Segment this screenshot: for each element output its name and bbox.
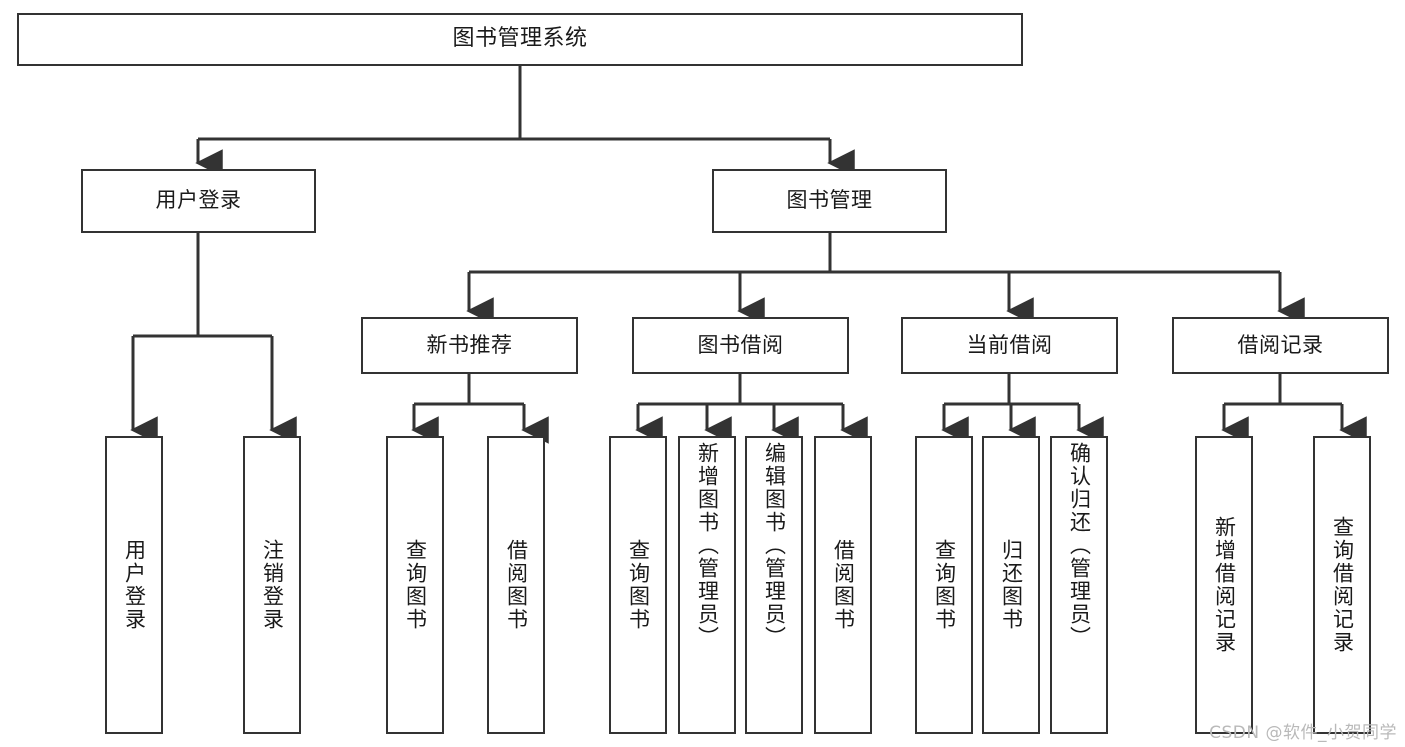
node-label: 借阅图书	[504, 539, 529, 631]
node-label: 查询图书	[932, 539, 957, 631]
node-book-management[interactable]: 图书管理	[712, 169, 947, 233]
node-label: 新增图书（管理员）	[695, 442, 720, 649]
node-label: 用户登录	[122, 539, 147, 631]
node-label: 确认归还（管理员）	[1067, 442, 1092, 649]
node-book-borrow[interactable]: 图书借阅	[632, 317, 849, 374]
leaf-add-book-admin[interactable]: 新增图书（管理员）	[678, 436, 736, 734]
leaf-edit-book-admin[interactable]: 编辑图书（管理员）	[745, 436, 803, 734]
node-label: 图书借阅	[697, 332, 784, 357]
leaf-query-book-current[interactable]: 查询图书	[915, 436, 973, 734]
leaf-query-book-borrow[interactable]: 查询图书	[609, 436, 667, 734]
node-label: 借阅图书	[831, 539, 856, 631]
leaf-query-book-newbook[interactable]: 查询图书	[386, 436, 444, 734]
node-user-login[interactable]: 用户登录	[81, 169, 316, 233]
node-label: 注销登录	[260, 539, 285, 631]
leaf-borrow-book-newbook[interactable]: 借阅图书	[487, 436, 545, 734]
node-label: 查询图书	[626, 539, 651, 631]
node-label: 编辑图书（管理员）	[762, 442, 787, 649]
node-label: 查询图书	[403, 539, 428, 631]
node-label: 图书管理	[786, 188, 873, 213]
leaf-return-book[interactable]: 归还图书	[982, 436, 1040, 734]
leaf-user-logout[interactable]: 注销登录	[243, 436, 301, 734]
leaf-user-login[interactable]: 用户登录	[105, 436, 163, 734]
node-label: 用户登录	[155, 188, 242, 213]
node-label: 新增借阅记录	[1212, 516, 1237, 654]
node-label: 查询借阅记录	[1330, 516, 1355, 654]
node-label: 新书推荐	[426, 332, 513, 357]
node-label: 归还图书	[999, 539, 1024, 631]
node-new-book-recommend[interactable]: 新书推荐	[361, 317, 578, 374]
node-current-borrow[interactable]: 当前借阅	[901, 317, 1118, 374]
leaf-add-borrow-record[interactable]: 新增借阅记录	[1195, 436, 1253, 734]
leaf-borrow-book[interactable]: 借阅图书	[814, 436, 872, 734]
leaf-confirm-return-admin[interactable]: 确认归还（管理员）	[1050, 436, 1108, 734]
node-label: 当前借阅	[966, 332, 1053, 357]
csdn-watermark: CSDN @软件_小贺同学	[1209, 723, 1397, 743]
node-label: 图书管理系统	[452, 26, 588, 52]
node-label: 借阅记录	[1237, 332, 1324, 357]
leaf-query-borrow-record[interactable]: 查询借阅记录	[1313, 436, 1371, 734]
node-root-system[interactable]: 图书管理系统	[17, 13, 1023, 66]
node-borrow-record[interactable]: 借阅记录	[1172, 317, 1389, 374]
